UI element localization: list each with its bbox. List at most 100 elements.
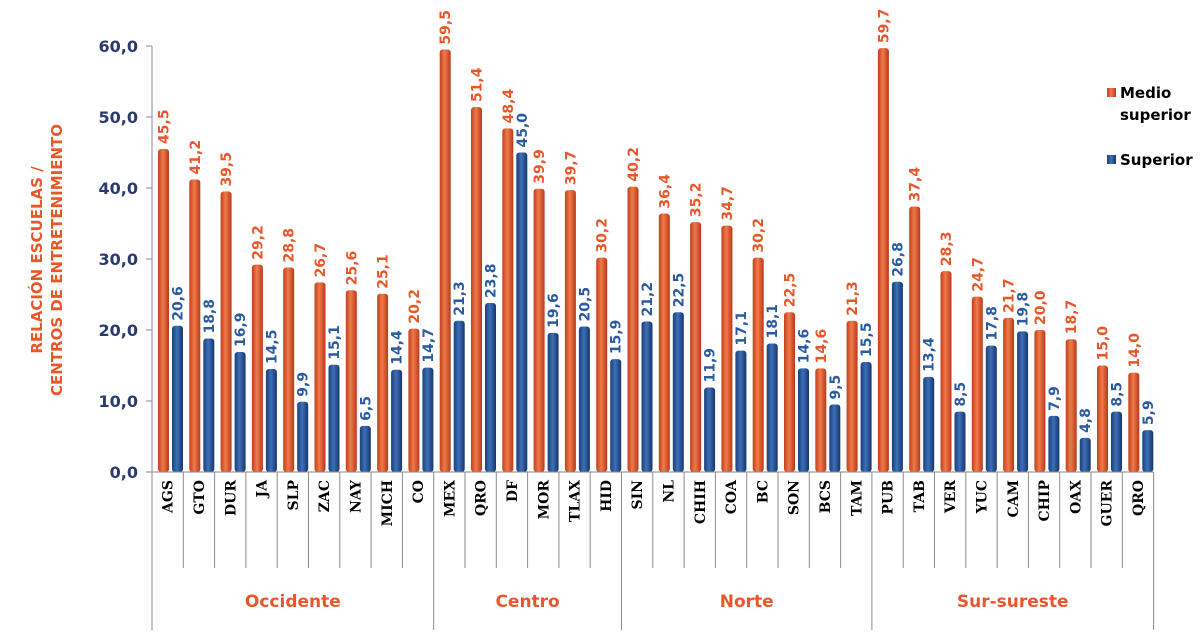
group-label-sur-sureste: Sur-sureste [957,592,1069,612]
data-label-medio-superior: 39,5 [219,152,235,187]
data-label-superior: 15,9 [609,320,625,355]
bar-superior-hid [610,359,622,472]
legend-label-superior: Superior [1120,151,1193,169]
x-tick-label: CHIH [693,480,709,524]
bar-medio-superior-sin [627,186,639,472]
x-tick-label: CO [411,480,427,503]
x-tick-label: YUC [974,480,990,514]
data-label-medio-superior: 37,4 [908,167,924,202]
bar-medio-superior-tam [846,320,858,472]
bar-medio-superior-qro [471,107,482,472]
x-tick-label: TAB [912,480,928,513]
data-label-superior: 9,9 [296,372,312,397]
bar-superior-son [798,368,809,472]
x-tick-label: OAX [1068,480,1084,514]
data-label-medio-superior: 59,7 [876,9,892,44]
bar-medio-superior-qro [1128,372,1140,472]
data-label-medio-superior: 29,2 [250,225,266,260]
bar-superior-qro [485,303,496,472]
data-label-medio-superior: 14,0 [1127,333,1143,368]
y-axis-title-line-1: RELACIÓN ESCUELAS / [27,166,46,354]
data-label-superior: 17,8 [984,306,1000,341]
data-label-superior: 21,2 [640,282,656,317]
bar-superior-ags [172,325,183,472]
bar-medio-superior-dur [220,191,232,473]
data-label-superior: 14,6 [797,329,813,364]
bar-superior-chih [704,387,716,472]
data-label-medio-superior: 21,7 [1002,278,1018,313]
group-label-norte: Norte [720,592,774,612]
y-axis: 0,010,020,030,040,050,060,0 [99,37,153,482]
bar-superior-cam [1017,331,1029,472]
legend-label-superior-line2: superior [1120,106,1191,124]
data-label-medio-superior: 20,0 [1033,290,1049,325]
x-tick-label: NAY [348,479,364,513]
data-label-superior: 17,1 [734,311,750,346]
x-tick-label: QRO [1131,480,1147,516]
bar-medio-superior-ags [158,148,169,472]
x-tick-label: QRO [474,480,490,516]
bar-superior-df [516,152,528,472]
bar-superior-zac [328,364,340,472]
x-tick-label: COA [724,479,740,514]
data-label-superior: 22,5 [671,273,687,308]
bar-superior-ja [265,369,277,472]
group-label-occidente: Occidente [245,592,341,612]
bar-superior-slp [297,401,309,472]
bar-superior-pub [891,281,903,472]
bar-medio-superior-yuc [971,296,983,472]
data-label-superior: 14,7 [421,328,437,363]
bar-medio-superior-chih [690,222,702,472]
data-label-medio-superior: 41,2 [188,140,204,175]
data-label-medio-superior: 24,7 [970,257,986,292]
bar-superior-ver [954,411,966,472]
data-label-medio-superior: 30,2 [595,218,611,253]
data-label-superior: 11,9 [703,348,719,383]
data-label-medio-superior: 39,7 [563,151,579,186]
data-label-superior: 20,6 [171,286,187,321]
legend: Medio superior Superior [1107,84,1193,169]
bar-superior-mich [391,369,403,472]
data-label-medio-superior: 28,8 [282,228,298,263]
x-tick-label: SIN [630,480,646,510]
x-tick-label: DF [505,480,521,502]
bar-superior-tab [923,376,935,472]
legend-label-medio: Medio [1120,84,1171,102]
bar-medio-superior-guer [1097,365,1108,472]
x-tick-label: MICH [380,480,396,526]
bar-medio-superior-nl [658,213,670,472]
bar-medio-superior-mex [439,49,451,473]
data-label-superior: 20,5 [577,287,593,322]
data-label-superior: 14,4 [390,330,406,365]
bar-medio-superior-ver [940,271,952,472]
data-label-medio-superior: 40,2 [626,147,642,182]
bar-medio-superior-oax [1065,339,1077,472]
data-label-medio-superior: 22,5 [783,273,799,308]
bar-superior-nl [672,312,684,472]
data-label-medio-superior: 39,9 [532,149,548,184]
bar-medio-superior-df [502,128,514,473]
data-label-medio-superior: 36,4 [657,174,673,209]
y-tick-label: 30,0 [99,250,138,269]
data-label-medio-superior: 18,7 [1064,300,1080,335]
data-label-superior: 14,5 [264,330,280,365]
bar-medio-superior-co [408,328,420,472]
bar-superior-dur [234,352,246,472]
bar-medio-superior-mich [377,293,389,472]
bar-superior-mex [453,320,465,472]
bar-medio-superior-mor [533,188,545,472]
data-label-superior: 6,5 [358,396,374,421]
data-label-superior: 8,5 [953,382,969,407]
data-label-superior: 8,5 [1110,382,1126,407]
x-tick-label: AGS [161,480,177,514]
bar-medio-superior-zac [314,282,326,472]
x-tick-label: TAM [849,480,865,516]
x-tick-label: JA [255,479,271,500]
group-label-centro: Centro [495,592,559,612]
bar-superior-gto [203,338,215,472]
data-label-medio-superior: 25,1 [376,254,392,289]
x-tick-label: CHIP [1037,480,1053,522]
x-tick-label: VER [943,480,959,515]
bar-medio-superior-son [784,312,795,472]
data-label-superior: 9,5 [828,375,844,400]
